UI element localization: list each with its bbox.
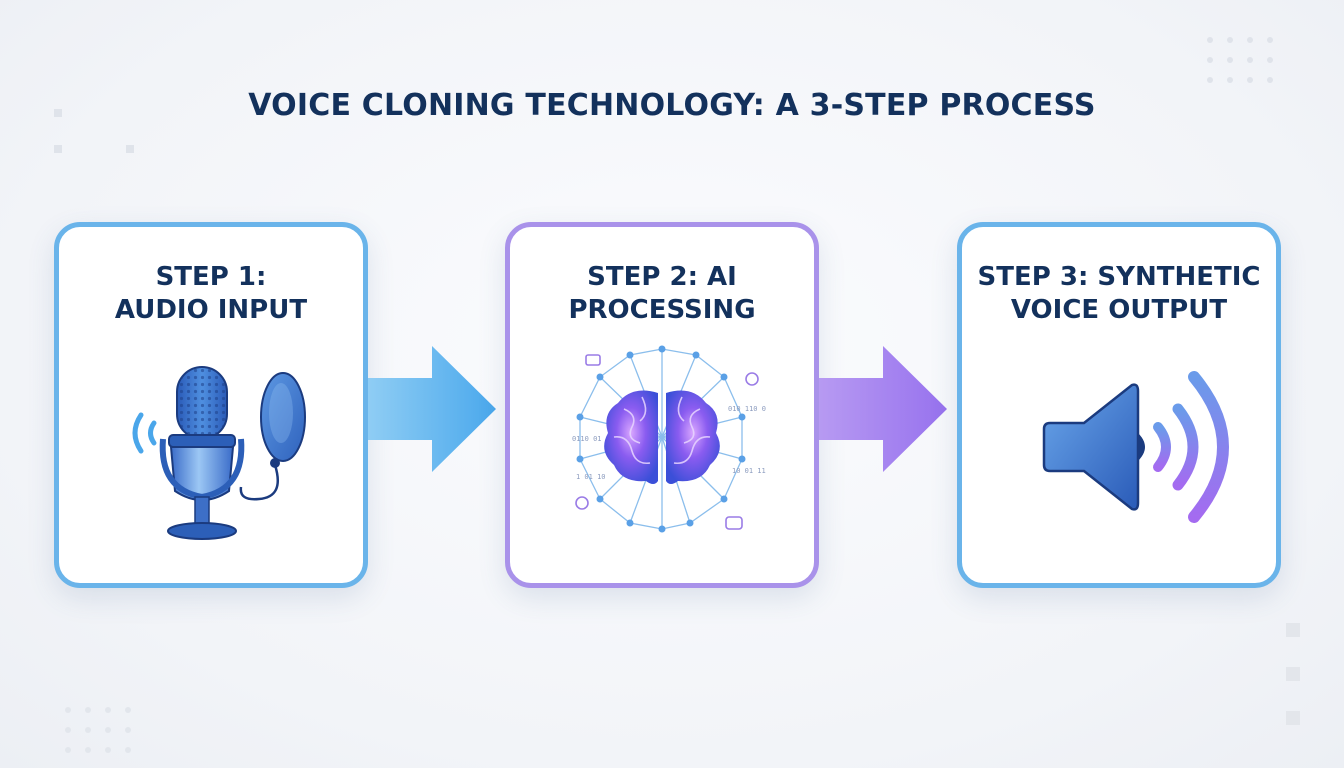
step-1-title-line-1: STEP 1:: [155, 262, 267, 292]
speaker-icon: [1042, 371, 1229, 523]
step-2-title: STEP 2: AI PROCESSING: [510, 261, 814, 327]
decorative-squares-left: [54, 109, 134, 153]
step-1-title: STEP 1: AUDIO INPUT: [59, 261, 363, 327]
decorative-dot-grid-top-right: [1207, 37, 1273, 83]
arrow-step-1-to-2-icon: [368, 346, 496, 472]
step-1-card: STEP 1: AUDIO INPUT: [54, 222, 368, 588]
step-3-card: STEP 3: SYNTHETIC VOICE OUTPUT: [957, 222, 1281, 588]
step-2-card: STEP 2: AI PROCESSING: [505, 222, 819, 588]
step-1-title-line-2: AUDIO INPUT: [114, 295, 308, 325]
step-3-title-line-1: STEP 3: SYNTHETIC: [977, 262, 1261, 292]
svg-text:1 01 10: 1 01 10: [576, 473, 606, 481]
arrow-step-2-to-3-icon: [819, 346, 947, 472]
step-2-title-line-1: STEP 2: AI: [587, 262, 737, 292]
svg-text:010 110 0: 010 110 0: [728, 405, 766, 413]
svg-text:0110 01: 0110 01: [572, 435, 602, 443]
brain-network-icon: 010 110 0 10 01 11 0110 01 1 01 10: [572, 345, 766, 533]
step-3-title: STEP 3: SYNTHETIC VOICE OUTPUT: [962, 261, 1276, 327]
microphone-icon: [132, 366, 306, 540]
decorative-squares-bottom-right: [1286, 623, 1300, 725]
step-3-title-line-2: VOICE OUTPUT: [1010, 295, 1228, 325]
step-2-title-line-2: PROCESSING: [568, 295, 756, 325]
page-title: VOICE CLONING TECHNOLOGY: A 3-STEP PROCE…: [248, 88, 1096, 123]
svg-text:10 01 11: 10 01 11: [732, 467, 766, 475]
decorative-dot-grid-bottom-left: [65, 707, 131, 753]
